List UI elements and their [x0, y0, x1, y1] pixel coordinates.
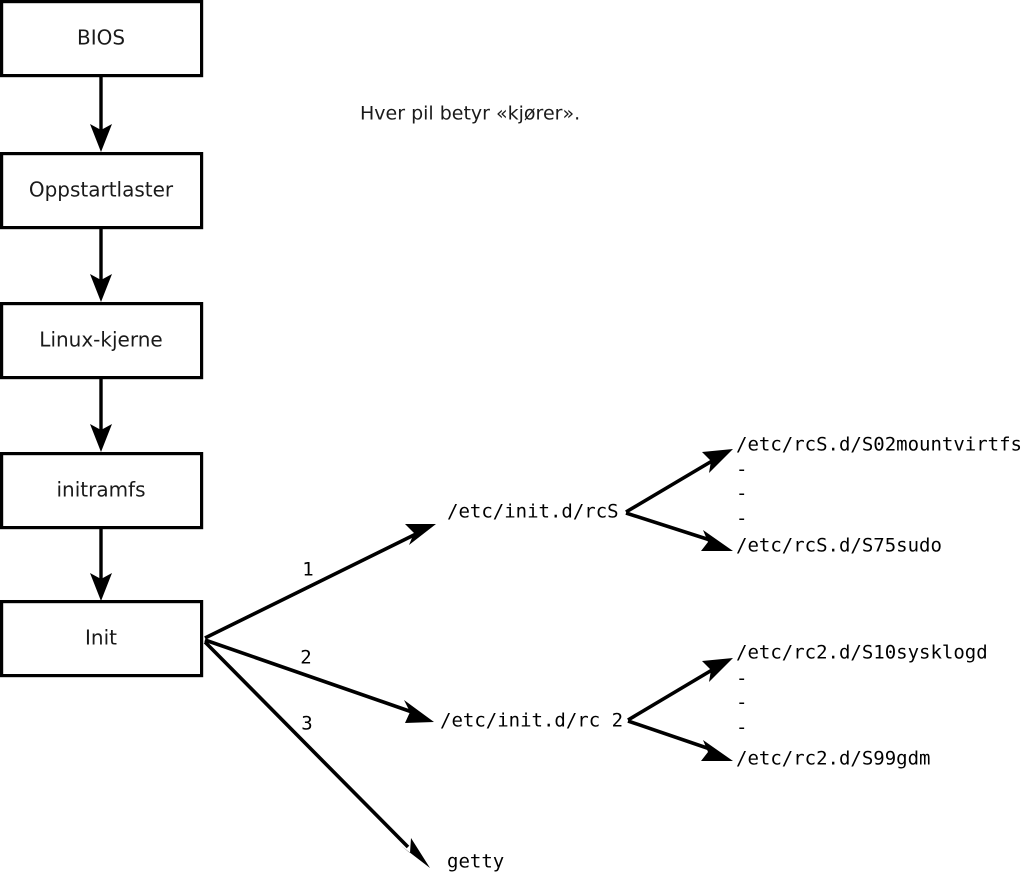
node-bios-rect	[0, 0, 204, 78]
arrow-rcs-to-first-script	[625, 449, 733, 514]
node-bootloader-rect	[0, 152, 204, 230]
arrow-head-icon	[404, 700, 434, 723]
node-initramfs[interactable]: initramfs	[0, 452, 204, 530]
arrow-rc2-to-first-script	[627, 658, 733, 722]
node-rc2-label: /etc/init.d/rc 2	[440, 710, 623, 732]
rcs-script-ellipsis-2: -	[736, 483, 747, 505]
node-init-label: Init	[85, 626, 117, 650]
arrow-initramfs-to-init	[90, 527, 112, 601]
edge-number-3: 3	[301, 713, 312, 735]
node-rcs-label: /etc/init.d/rcS	[447, 501, 619, 523]
caption-text: Hver pil betyr «kjører».	[360, 103, 580, 125]
node-bios[interactable]: BIOS	[0, 0, 204, 78]
arrow-head-icon	[90, 124, 112, 152]
rcs-script-last: /etc/rcS.d/S75sudo	[736, 535, 942, 557]
arrow-bios-to-bootloader	[90, 76, 112, 152]
arrow-init-to-rc2	[204, 638, 434, 723]
arrow-init-to-getty	[203, 640, 430, 868]
rc2-script-ellipsis-1: -	[736, 668, 747, 690]
arrow-head-icon	[701, 740, 733, 761]
edge-number-2: 2	[300, 647, 311, 669]
arrow-head-icon	[90, 424, 112, 452]
arrow-head-icon	[702, 449, 733, 473]
node-bootloader-label: Oppstartlaster	[29, 178, 174, 202]
rcs-script-first: /etc/rcS.d/S02mountvirtfs	[736, 434, 1022, 456]
arrow-bootloader-to-kernel	[90, 227, 112, 302]
node-linux-kernel-label: Linux-kjerne	[39, 328, 162, 352]
rc2-script-last: /etc/rc2.d/S99gdm	[736, 748, 930, 770]
arrow-head-icon	[405, 524, 436, 545]
arrow-init-to-rcs	[204, 524, 436, 640]
rc2-script-ellipsis-3: -	[736, 717, 747, 739]
rc2-script-first: /etc/rc2.d/S10sysklogd	[736, 642, 988, 664]
node-initramfs-rect	[0, 452, 204, 530]
arrow-head-icon	[90, 573, 112, 601]
rc2-script-ellipsis-2: -	[736, 692, 747, 714]
arrow-head-icon	[701, 530, 733, 551]
node-init[interactable]: Init	[0, 599, 204, 678]
node-init-rect	[0, 599, 204, 678]
rcs-script-ellipsis-3: -	[736, 508, 747, 530]
arrow-head-icon	[400, 838, 430, 868]
node-bootloader[interactable]: Oppstartlaster	[0, 152, 204, 230]
arrow-rc2-to-last-script	[627, 719, 733, 761]
edge-number-1: 1	[302, 559, 313, 581]
arrow-head-icon	[90, 274, 112, 302]
node-linux-kernel[interactable]: Linux-kjerne	[0, 302, 204, 380]
node-bios-label: BIOS	[77, 26, 125, 50]
arrow-head-icon	[702, 658, 733, 682]
arrow-kernel-to-initramfs	[90, 377, 112, 452]
rcs-script-ellipsis-1: -	[736, 459, 747, 481]
arrow-rcs-to-last-script	[625, 511, 733, 551]
node-initramfs-label: initramfs	[56, 478, 145, 502]
node-getty-label: getty	[447, 851, 504, 873]
